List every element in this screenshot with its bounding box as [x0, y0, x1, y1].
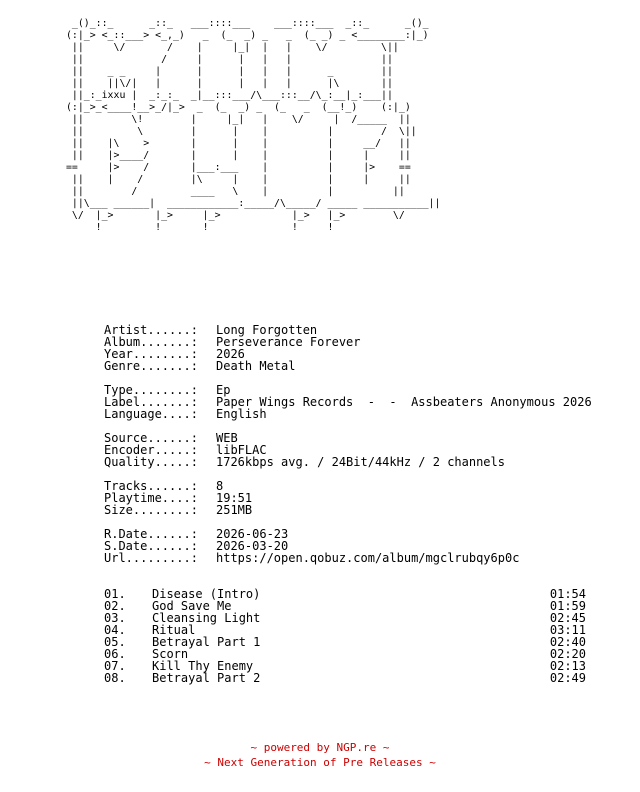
footer-powered-by: ~ powered by NGP.re ~: [250, 741, 390, 754]
track-number: 06.: [104, 647, 126, 661]
track-length: 02:40: [549, 635, 586, 649]
info-key: Quality.....:: [104, 455, 198, 469]
info-key: Type........:: [104, 383, 198, 397]
info-value: 1726kbps avg. / 24Bit/44kHz / 2 channels: [216, 455, 505, 469]
info-row: R.Date......: 2026-06-23: [104, 528, 592, 540]
info-row: Playtime....: 19:51: [104, 492, 592, 504]
track-number: 01.: [104, 587, 126, 601]
track-title: Cleansing Light: [152, 611, 261, 625]
info-value: libFLAC: [216, 443, 267, 457]
track-number: 02.: [104, 599, 126, 613]
info-row: Quality.....: 1726kbps avg. / 24Bit/44kHz…: [104, 456, 592, 468]
track-title: Betrayal Part 2: [152, 671, 261, 685]
info-key: Url.........:: [104, 551, 198, 565]
info-key: S.Date......:: [104, 539, 198, 553]
info-value: 2026: [216, 347, 245, 361]
info-key: Language....:: [104, 407, 198, 421]
info-key: Genre.......:: [104, 359, 198, 373]
info-row: Size........: 251MB: [104, 504, 592, 516]
info-key: R.Date......:: [104, 527, 198, 541]
track-length: 03:11: [549, 623, 586, 637]
track-title: Betrayal Part 1: [152, 635, 261, 649]
track-title: Disease (Intro): [152, 587, 261, 601]
track-length: 02:45: [549, 611, 586, 625]
info-value: 8: [216, 479, 224, 493]
info-value: WEB: [216, 431, 238, 445]
track-row: 06. Scorn 02:20: [104, 648, 586, 660]
ascii-logo: _()_::_ _::_ ___::::___ ___::::___ _::_ …: [65, 18, 441, 233]
track-title: Ritual: [152, 623, 196, 637]
track-row: 07. Kill Thy Enemy 02:13: [104, 660, 586, 672]
track-row: 04. Ritual 03:11: [104, 624, 586, 636]
info-key: Tracks......:: [104, 479, 198, 493]
track-length: 02:13: [549, 659, 586, 673]
track-title: Scorn: [152, 647, 189, 661]
info-row: Encoder.....: libFLAC: [104, 444, 592, 456]
info-key: Playtime....:: [104, 491, 198, 505]
info-row: Language....: English: [104, 408, 592, 420]
track-row: 02. God Save Me 01:59: [104, 600, 586, 612]
tracklist: 01. Disease (Intro) 01:54 02. God Save Me 01:…: [104, 588, 586, 684]
track-title: God Save Me: [152, 599, 232, 613]
info-key: Artist......:: [104, 323, 198, 337]
track-length: 02:20: [549, 647, 586, 661]
info-row: Label.......: Paper Wings Records - - Ass…: [104, 396, 592, 408]
info-row: Url.........: https://open.qobuz.com/albu…: [104, 552, 592, 564]
info-row: Source......: WEB: [104, 432, 592, 444]
footer-tagline: ~ Next Generation of Pre Releases ~: [204, 756, 436, 769]
track-number: 07.: [104, 659, 126, 673]
track-length: 01:59: [549, 599, 586, 613]
track-row: 01. Disease (Intro) 01:54: [104, 588, 586, 600]
info-value: 2026-06-23: [216, 527, 289, 541]
info-key: Size........:: [104, 503, 198, 517]
info-value: 19:51: [216, 491, 253, 505]
info-row: Type........: Ep: [104, 384, 592, 396]
info-key: Source......:: [104, 431, 198, 445]
track-number: 05.: [104, 635, 126, 649]
info-row: Artist......: Long Forgotten: [104, 324, 592, 336]
track-title: Kill Thy Enemy: [152, 659, 254, 673]
info-value: Death Metal: [216, 359, 296, 373]
info-row: Year........: 2026: [104, 348, 592, 360]
info-row: Genre.......: Death Metal: [104, 360, 592, 372]
info-value: English: [216, 407, 267, 421]
info-key: Year........:: [104, 347, 198, 361]
info-value: 251MB: [216, 503, 253, 517]
info-value: Perseverance Forever: [216, 335, 361, 349]
info-key: Label.......:: [104, 395, 198, 409]
track-row: 08. Betrayal Part 2 02:49: [104, 672, 586, 684]
info-value: Long Forgotten: [216, 323, 318, 337]
track-number: 04.: [104, 623, 126, 637]
track-row: 05. Betrayal Part 1 02:40: [104, 636, 586, 648]
info-key: Encoder.....:: [104, 443, 198, 457]
info-value: Ep: [216, 383, 231, 397]
info-value: 2026-03-20: [216, 539, 289, 553]
info-row: S.Date......: 2026-03-20: [104, 540, 592, 552]
track-length: 01:54: [549, 587, 586, 601]
info-row: Album.......: Perseverance Forever: [104, 336, 592, 348]
info-value: Paper Wings Records - - Assbeaters Anony…: [216, 395, 592, 409]
info-key: Album.......:: [104, 335, 198, 349]
footer: ~ powered by NGP.re ~ ~ Next Generation …: [0, 740, 640, 770]
info-row: Tracks......: 8: [104, 480, 592, 492]
info-value: https://open.qobuz.com/album/mgclrubqy6p…: [216, 551, 520, 565]
track-number: 08.: [104, 671, 126, 685]
track-row: 03. Cleansing Light 02:45: [104, 612, 586, 624]
track-number: 03.: [104, 611, 126, 625]
track-length: 02:49: [549, 671, 586, 685]
